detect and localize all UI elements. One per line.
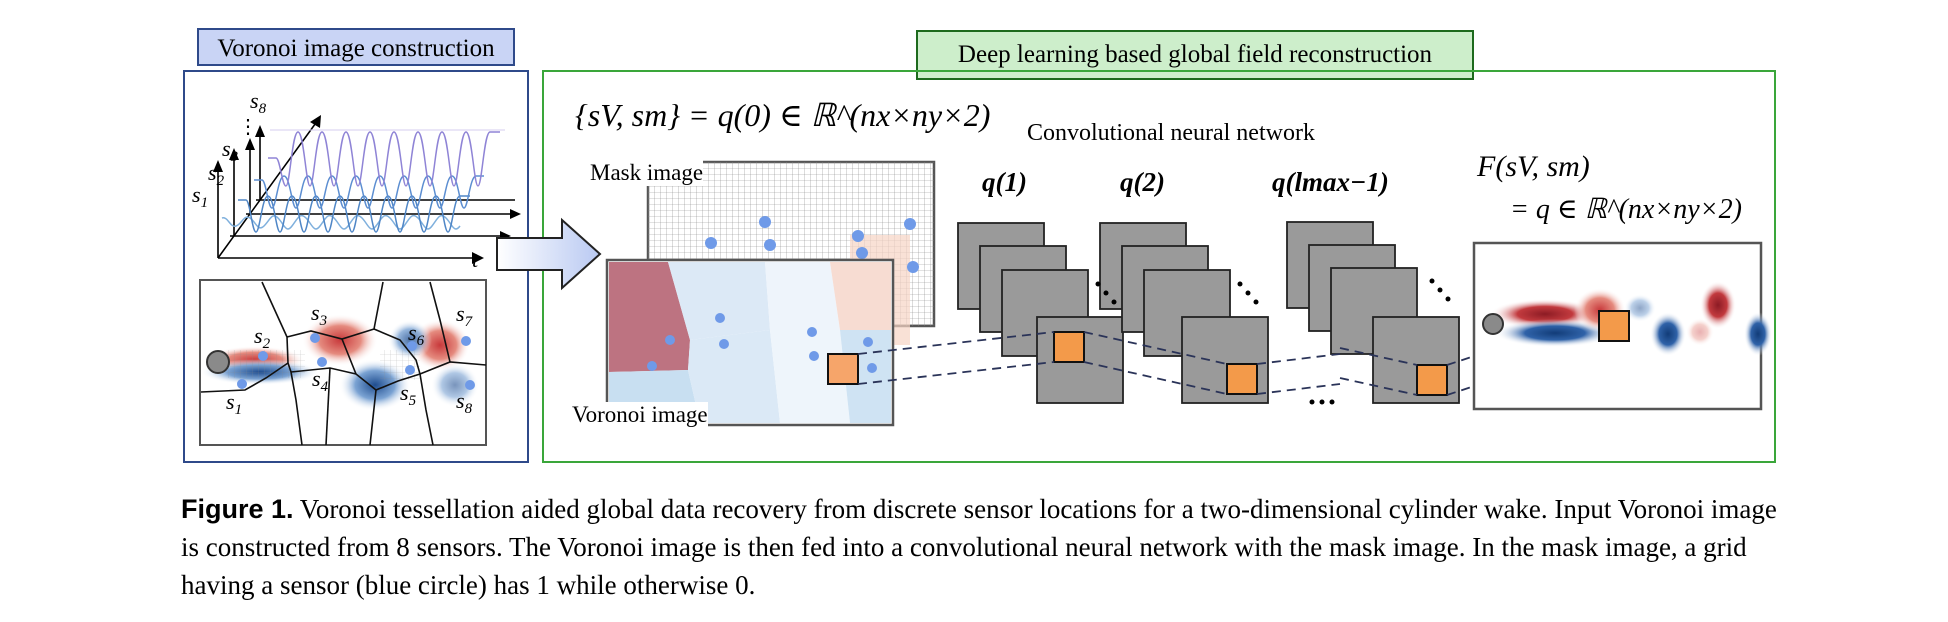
caption-heading: Figure 1.: [181, 494, 294, 524]
layer-label-lmax: q(lmax−1): [1272, 167, 1389, 197]
layer-connectors: [857, 310, 1613, 396]
left-panel-title: Voronoi image construction: [197, 28, 515, 66]
layer-label-1: q(1): [982, 167, 1027, 197]
cnn-layer-stack-1: [957, 222, 1124, 404]
output-equation-line2: = q ∈ ℝ^(nx×ny×2): [1510, 194, 1742, 225]
axis-label-s1: s1: [192, 182, 208, 211]
layer-ellipsis-dots: [1095, 278, 1451, 405]
input-arrow-icon: [496, 217, 602, 291]
layer-label-2: q(2): [1120, 167, 1165, 197]
cnn-layer-stack-2: [1099, 222, 1269, 404]
conv-patches: [1053, 331, 1448, 396]
axis-label-s2: s2: [208, 160, 225, 189]
cnn-layer-stack-3: [1286, 221, 1460, 404]
voronoi-flow-field: [199, 279, 487, 446]
mask-image-label: Mask image: [590, 160, 704, 186]
caption-text: Voronoi tessellation aided global data r…: [181, 494, 1777, 600]
output-flow-field: [1472, 241, 1772, 411]
output-equation-line1: F(sV, sm): [1477, 150, 1590, 183]
figure-caption: Figure 1. Voronoi tessellation aided glo…: [181, 490, 1781, 604]
cnn-label: Convolutional neural network: [1027, 120, 1315, 146]
axis-label-t: t: [472, 247, 479, 272]
axis-label-s3: s3: [222, 136, 238, 165]
axis-label-dots: ⋮: [238, 116, 258, 138]
voronoi-image-label: Voronoi image: [572, 402, 708, 428]
axis-label-s8: s8: [250, 88, 267, 117]
sensor-time-series-plot: [213, 115, 521, 264]
voronoi-input-image: [605, 258, 895, 427]
input-equation: {sV, sm} = q(0) ∈ ℝ^(nx×ny×2): [575, 97, 991, 133]
